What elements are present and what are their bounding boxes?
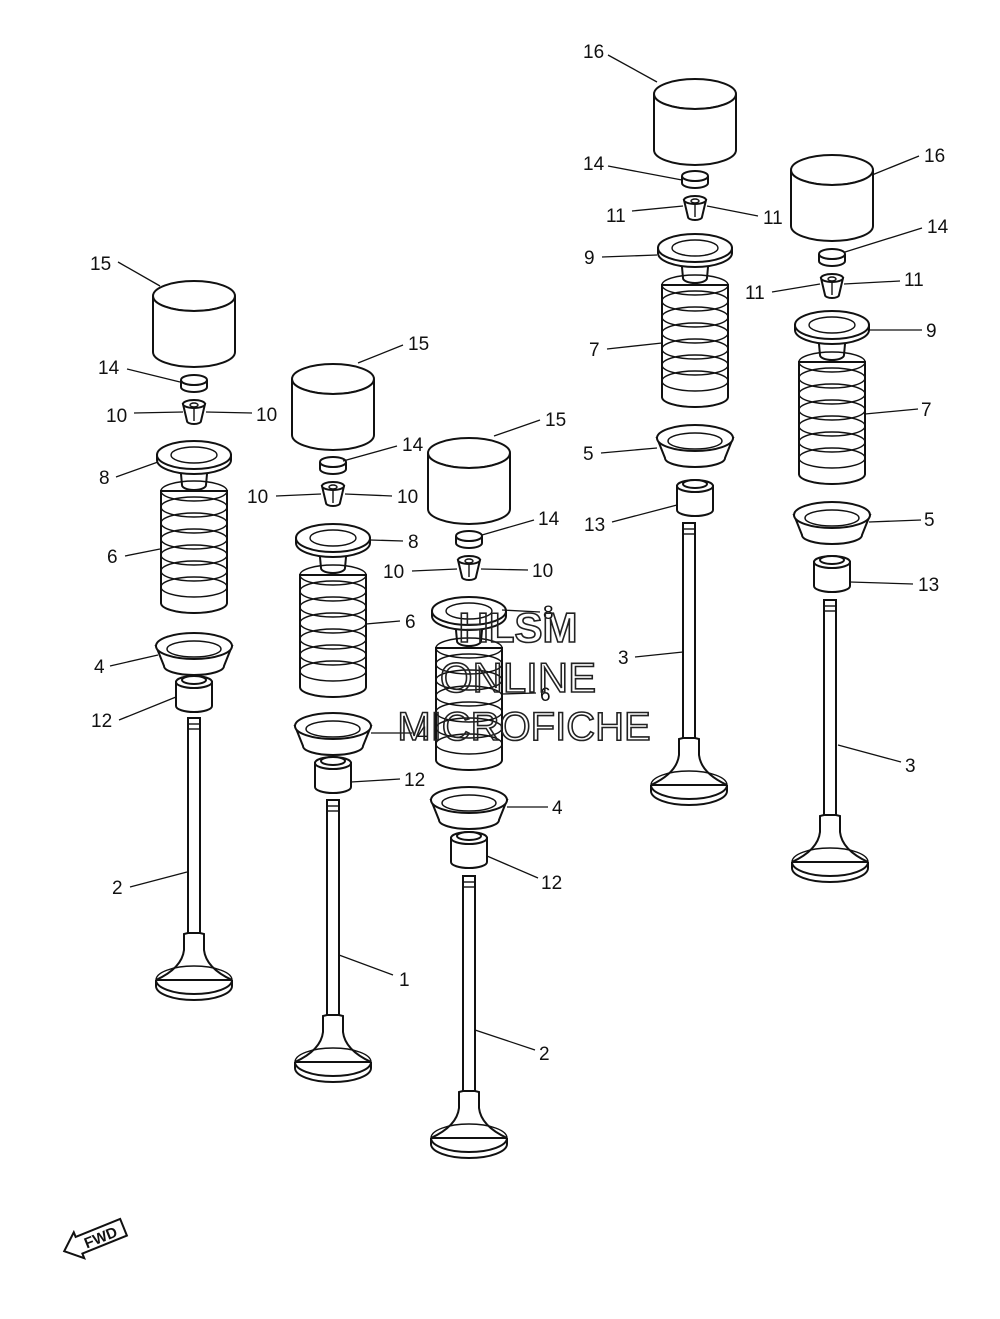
valve-4 [650, 522, 728, 806]
watermark-line-3: MICROFICHE [397, 705, 650, 749]
callout-c1-cap: 15 [90, 254, 111, 275]
callout-c3-cap: 15 [545, 410, 566, 431]
tappet-cap-5 [790, 154, 874, 242]
cotter-3 [457, 555, 481, 581]
callout-c2-cotter-l: 10 [247, 487, 268, 508]
tappet-cap-1 [152, 280, 236, 368]
tappet-cap-2 [291, 363, 375, 451]
callout-c4-cotter-r: 11 [763, 208, 783, 229]
valve-1 [155, 717, 233, 1001]
callout-c2-spring: 6 [405, 612, 416, 633]
callout-c4-shim: 14 [583, 154, 605, 175]
stem-seal-1 [175, 675, 213, 713]
callout-c4-seal: 13 [584, 515, 605, 536]
tappet-cap-3 [427, 437, 511, 525]
callout-c4-valve: 3 [618, 648, 629, 669]
stem-seal-2 [314, 756, 352, 794]
spring-retainer-1 [156, 440, 232, 491]
valve-assembly-2: 15 14 10 10 8 6 4 12 1 [247, 334, 429, 1083]
stem-seal-4 [676, 479, 714, 517]
valve-spring-1 [160, 480, 228, 614]
callout-c5-seat: 5 [924, 510, 935, 531]
callout-c1-seat: 4 [94, 657, 105, 678]
callout-c3-retainer: 8 [543, 603, 554, 624]
spring-seat-2 [294, 712, 372, 756]
fwd-label: FWD [82, 1224, 120, 1253]
callout-c1-cotter-r: 10 [256, 405, 277, 426]
spring-seat-3 [430, 786, 508, 830]
callout-c2-valve: 1 [399, 970, 410, 991]
valve-3 [430, 875, 508, 1159]
spring-seat-4 [656, 424, 734, 468]
valve-assembly-3: 15 14 10 10 8 6 4 12 2 [383, 410, 566, 1159]
spring-seat-5 [793, 501, 871, 545]
valve-2 [294, 799, 372, 1083]
callout-c4-cap: 16 [583, 42, 604, 63]
callout-c1-seal: 12 [91, 711, 112, 732]
callout-c3-cotter-l: 10 [383, 562, 404, 583]
callout-c4-retainer: 9 [584, 248, 595, 269]
cotter-5 [820, 273, 844, 299]
valve-spring-5 [798, 351, 866, 485]
shim-5 [818, 248, 846, 267]
spring-seat-1 [155, 632, 233, 676]
cotter-4 [683, 195, 707, 221]
callout-c2-seat: 4 [417, 724, 428, 745]
callout-c5-spring: 7 [921, 400, 932, 421]
callout-c2-cap: 15 [408, 334, 429, 355]
callout-c1-valve: 2 [112, 878, 123, 899]
watermark: HLSM ONLINE MICROFICHE [397, 603, 652, 750]
shim-2 [319, 456, 347, 475]
callout-c5-shim: 14 [927, 217, 949, 238]
watermark-line-1: HLSM [459, 604, 578, 651]
stem-seal-5 [813, 555, 851, 593]
callout-c5-cap: 16 [924, 146, 945, 167]
watermark-line-2: ONLINE [440, 654, 596, 701]
tappet-cap-4 [653, 78, 737, 166]
callout-c2-cotter-r: 10 [397, 487, 418, 508]
callout-c4-spring: 7 [589, 340, 600, 361]
shim-1 [180, 374, 208, 393]
valve-assembly-1: 15 14 10 10 8 6 4 12 2 [90, 254, 277, 1001]
shim-4 [681, 170, 709, 189]
callout-c5-cotter-r: 11 [904, 270, 924, 291]
callout-c3-seat: 4 [552, 798, 563, 819]
callout-c2-retainer: 8 [408, 532, 419, 553]
callout-c3-shim: 14 [538, 509, 560, 530]
valve-assembly-4: 16 14 11 11 9 7 5 13 3 [583, 42, 783, 806]
callout-c4-cotter-l: 11 [606, 206, 626, 227]
callout-c2-seal: 12 [404, 770, 425, 791]
stem-seal-3 [450, 831, 488, 869]
valve-5 [791, 599, 869, 883]
callout-c1-spring: 6 [107, 547, 118, 568]
callout-c1-retainer: 8 [99, 468, 110, 489]
callout-c5-seal: 13 [918, 575, 939, 596]
valve-assembly-5: 16 14 11 11 9 7 5 13 3 [745, 146, 949, 883]
callout-c1-cotter-l: 10 [106, 406, 127, 427]
valve-spring-4 [661, 274, 729, 408]
callout-c3-seal: 12 [541, 873, 562, 894]
callout-c5-valve: 3 [905, 756, 916, 777]
callout-c4-seat: 5 [583, 444, 594, 465]
fwd-arrow-icon: FWD [62, 1217, 129, 1260]
valve-spring-2 [299, 564, 367, 698]
callout-c3-spring: 6 [540, 685, 551, 706]
cotter-1 [182, 399, 206, 425]
cotter-2 [321, 481, 345, 507]
callout-c5-cotter-l: 11 [745, 283, 765, 304]
callout-c5-retainer: 9 [926, 321, 937, 342]
callout-c3-cotter-r: 10 [532, 561, 553, 582]
callout-c2-shim: 14 [402, 435, 424, 456]
callout-c1-shim: 14 [98, 358, 120, 379]
callout-c3-valve: 2 [539, 1044, 550, 1065]
shim-3 [455, 530, 483, 549]
